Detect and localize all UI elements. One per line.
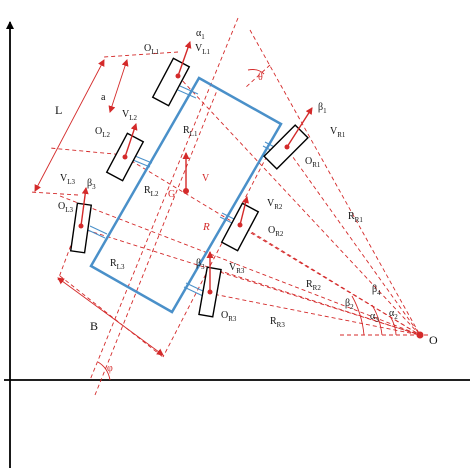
label-OR3: OR3 bbox=[221, 310, 237, 323]
label-VL1: VL1 bbox=[195, 43, 211, 56]
label-VL2: VL2 bbox=[122, 109, 138, 122]
wheel-centers bbox=[78, 73, 424, 339]
vel-L2 bbox=[124, 123, 138, 158]
arc-phi bbox=[97, 361, 111, 381]
label-OL1: OL1 bbox=[144, 43, 160, 56]
center-O bbox=[416, 331, 424, 339]
velocity-vectors bbox=[80, 41, 313, 292]
arc-O1 bbox=[389, 315, 397, 336]
label-B: B bbox=[90, 319, 98, 333]
arc-O2 bbox=[371, 304, 383, 336]
label-VL3: VL3 bbox=[60, 173, 76, 186]
angle-arcs bbox=[97, 69, 397, 381]
label-alpha1: α1 bbox=[196, 28, 205, 41]
arc-O3 bbox=[351, 295, 365, 336]
label-RR1: RR1 bbox=[348, 211, 363, 224]
label-OR2: OR2 bbox=[268, 225, 284, 238]
label-OL2: OL2 bbox=[95, 126, 111, 139]
label-alpha3: α3 bbox=[370, 311, 379, 324]
vel-R2 bbox=[239, 196, 249, 226]
label-beta2: β2 bbox=[345, 298, 354, 311]
label-beta1: β1 bbox=[318, 102, 327, 115]
label-G: G bbox=[168, 189, 175, 200]
label-RL2: RL2 bbox=[144, 185, 159, 198]
label-a: a bbox=[101, 92, 106, 103]
arc-theta bbox=[247, 69, 265, 75]
label-VR1: VR1 bbox=[330, 126, 346, 139]
label-phi: φ bbox=[107, 363, 113, 374]
dim-L bbox=[34, 59, 105, 192]
label-RR2: RR2 bbox=[306, 279, 321, 292]
dim-a bbox=[108, 59, 129, 113]
label-VR2: VR2 bbox=[267, 198, 283, 211]
label-RR3: RR3 bbox=[270, 316, 285, 329]
label-RL3: RL3 bbox=[110, 258, 125, 271]
dimension-arrows bbox=[34, 59, 164, 356]
label-theta: θ bbox=[258, 72, 263, 83]
label-RL1: RL1 bbox=[183, 125, 198, 138]
vel-L3 bbox=[80, 187, 89, 227]
vehicle-body bbox=[89, 76, 283, 314]
label-OL3: OL3 bbox=[58, 201, 74, 214]
dim-B bbox=[57, 277, 164, 356]
label-R: R bbox=[202, 221, 210, 233]
labels: OL1 VL1 α1 θ a L OL2 VL2 RL1 β1 VR1 OR1 … bbox=[55, 28, 438, 374]
label-beta4: β4 bbox=[372, 284, 381, 297]
label-alpha2: α2 bbox=[389, 308, 398, 321]
label-beta3: β3 bbox=[196, 258, 205, 271]
label-beta3-left: β3 bbox=[87, 178, 96, 191]
center-G bbox=[183, 188, 189, 194]
vel-R1 bbox=[286, 107, 313, 148]
label-VR3: VR3 bbox=[229, 262, 245, 275]
label-L: L bbox=[55, 103, 62, 117]
vel-L1 bbox=[177, 41, 192, 77]
label-V: V bbox=[202, 173, 210, 184]
label-OR1: OR1 bbox=[305, 156, 321, 169]
label-O: O bbox=[429, 333, 438, 347]
